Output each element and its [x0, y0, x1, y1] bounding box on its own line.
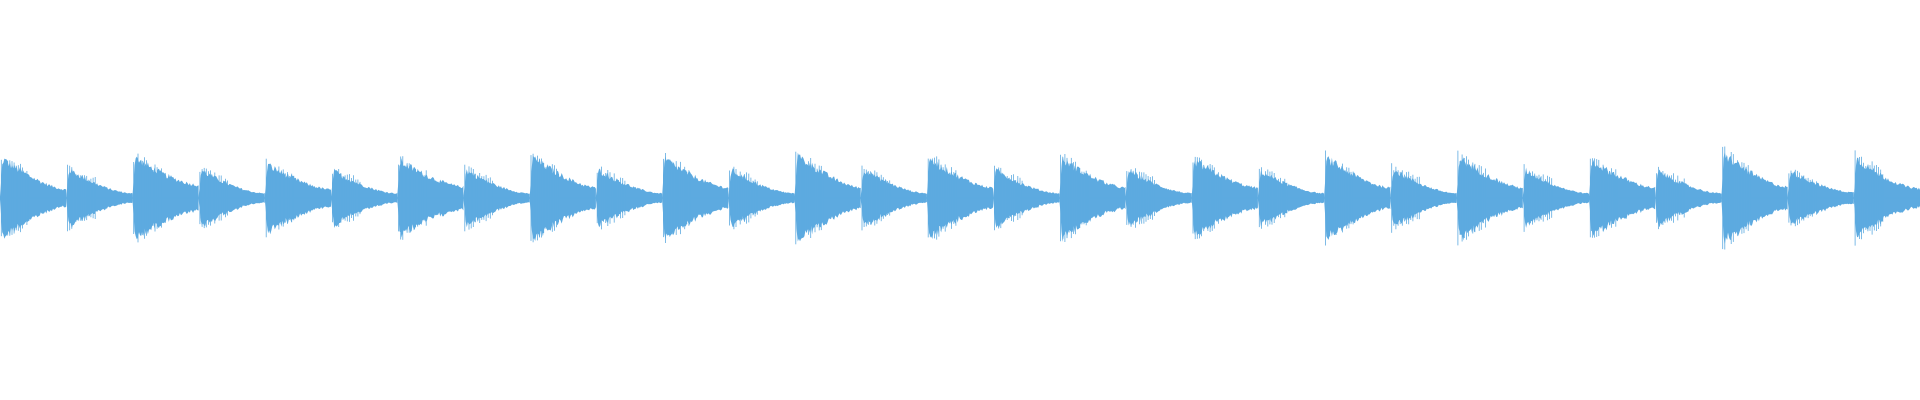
waveform-hit: [1059, 154, 1126, 242]
